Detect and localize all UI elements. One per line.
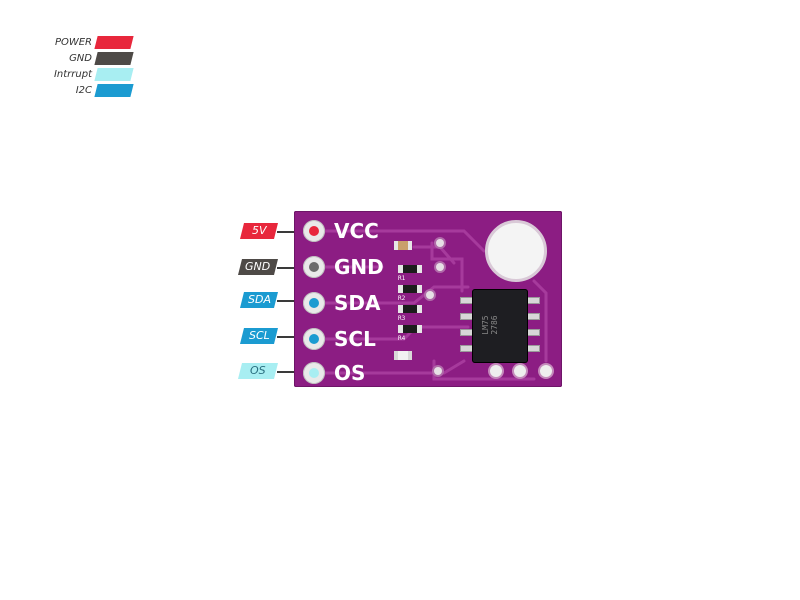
silk-label-vcc: VCC: [334, 219, 379, 243]
pin-hole-ring: [309, 226, 319, 236]
legend: POWER GND Intrrupt I2C: [36, 36, 136, 100]
legend-swatch-i2c: [94, 84, 134, 97]
resistor-r4: [398, 325, 422, 333]
pin-tag-label: SCL: [248, 329, 270, 342]
chip-lead: [526, 313, 540, 320]
lm75-breakout-board: VCC GND SDA SCL OS R1 R2 R3 R4: [294, 211, 562, 387]
pin-hole-gnd: [303, 256, 325, 278]
solder-pad: [540, 365, 552, 377]
pin-hole-ring: [309, 368, 319, 378]
pin-tag-scl: SCL: [240, 328, 278, 344]
pin-hole-ring: [309, 334, 319, 344]
pin-hole-os: [303, 362, 325, 384]
led: [394, 351, 412, 360]
board-traces: [322, 229, 548, 381]
capacitor: [394, 241, 412, 250]
resistor-r2: [398, 285, 422, 293]
silk-label-os: OS: [334, 361, 366, 385]
lm75-chip: LM75 2786: [472, 289, 528, 363]
pin-wire-vcc: [277, 231, 307, 233]
legend-swatch-interrupt: [94, 68, 134, 81]
silk-label-sda: SDA: [334, 291, 381, 315]
pin-tag-gnd: GND: [238, 259, 278, 275]
pin-wire-os: [277, 371, 307, 373]
chip-lead: [526, 329, 540, 336]
pin-wire-gnd: [277, 267, 307, 269]
resistor-label-r2: R2: [398, 295, 406, 302]
chip-marking-line: LM75: [481, 315, 490, 335]
resistor-label-r3: R3: [398, 315, 406, 322]
silk-label-gnd: GND: [334, 255, 384, 279]
legend-item-interrupt: Intrrupt: [36, 68, 136, 84]
pin-tag-label: OS: [250, 364, 266, 377]
via: [426, 291, 434, 299]
solder-pad: [490, 365, 502, 377]
legend-label: POWER: [54, 37, 92, 48]
silk-label-scl: SCL: [334, 327, 376, 351]
pin-hole-scl: [303, 328, 325, 350]
legend-item-i2c: I2C: [36, 84, 136, 100]
legend-label: GND: [69, 53, 92, 64]
pin-hole-vcc: [303, 220, 325, 242]
chip-marking-line: 2786: [490, 315, 499, 335]
resistor-label-r1: R1: [398, 275, 406, 282]
pin-tag-vcc: 5V: [240, 223, 278, 239]
legend-item-gnd: GND: [36, 52, 136, 68]
via: [436, 263, 444, 271]
pin-hole-ring: [309, 262, 319, 272]
pin-tag-os: OS: [238, 363, 278, 379]
legend-swatch-gnd: [94, 52, 134, 65]
via: [436, 239, 444, 247]
legend-item-power: POWER: [36, 36, 136, 52]
pin-wire-sda: [277, 300, 307, 302]
pin-hole-ring: [309, 298, 319, 308]
chip-marking: LM75 2786: [481, 310, 499, 340]
pin-tag-label: GND: [245, 260, 271, 273]
resistor-r3: [398, 305, 422, 313]
pin-tag-label: SDA: [247, 293, 271, 306]
chip-lead: [526, 345, 540, 352]
resistor-r1: [398, 265, 422, 273]
pin-tag-label: 5V: [251, 224, 267, 237]
chip-lead: [526, 297, 540, 304]
mounting-hole: [485, 220, 547, 282]
legend-label: I2C: [75, 85, 92, 96]
solder-pad: [514, 365, 526, 377]
pin-tag-sda: SDA: [240, 292, 278, 308]
resistor-label-r4: R4: [398, 335, 406, 342]
pin-wire-scl: [277, 336, 307, 338]
pin-hole-sda: [303, 292, 325, 314]
legend-swatch-power: [94, 36, 134, 49]
via: [434, 367, 442, 375]
legend-label: Intrrupt: [53, 69, 92, 80]
